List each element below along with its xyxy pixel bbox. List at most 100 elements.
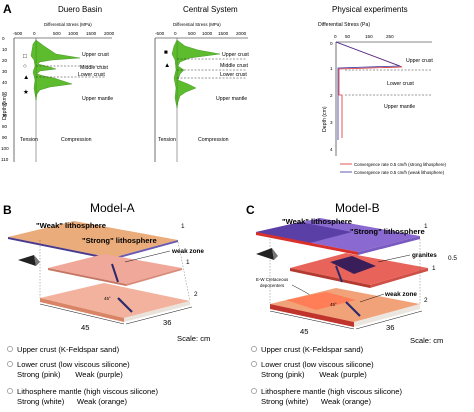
bullet-icon	[7, 388, 13, 394]
model-b-depocenter	[286, 292, 356, 310]
physical-x-tick: 250	[386, 34, 394, 39]
duero-y-tick: 30	[2, 69, 8, 74]
panel-label-b: B	[3, 203, 12, 217]
physical-y-label: Depth (cm)	[322, 106, 328, 132]
model-b-slab-mid-side	[370, 268, 428, 288]
central-symbols: ■ ▲	[164, 49, 170, 69]
duero-y-tick: 80	[2, 124, 8, 129]
model-a-dim-length: 45	[81, 323, 89, 332]
central-x-tick: 1000	[202, 31, 213, 36]
model-a-scale: Scale: cm	[177, 334, 210, 343]
model-b-dim-width-line	[355, 310, 423, 330]
model-b-title: Model-B	[335, 201, 380, 215]
model-a-weak-zone-pointer	[124, 250, 171, 263]
model-b-scale: Scale: cm	[410, 336, 443, 345]
physical-strong-profile	[335, 41, 403, 138]
legend-a-lower: Lower crust (low viscous silicone)	[17, 360, 130, 369]
legend-b: Upper crust (K-Feldspar sand) Lower crus…	[251, 345, 402, 406]
model-b-slab-bottom-side	[354, 304, 420, 327]
model-b-ew-label-1: E-W Cretaceous	[256, 277, 289, 282]
panel-label-a: A	[3, 2, 12, 16]
model-a-stack: "Weak" lithosphere "Strong" lithosphere …	[8, 221, 210, 343]
duero-envelope-compression	[35, 39, 81, 101]
model-b-dim-length: 45	[300, 327, 308, 336]
model-b-weak-zone-mark	[335, 265, 343, 283]
duero-title: Duero Basin	[58, 5, 102, 14]
physical-weak-profile	[335, 41, 401, 140]
circle-icon: ○	[23, 63, 27, 70]
model-a-dim-width: 36	[163, 318, 171, 327]
physical-title: Physical experiments	[332, 5, 408, 14]
triangle-icon: ▲	[164, 62, 170, 69]
model-b-stack: "Weak" lithosphere "Strong" lithosphere …	[256, 217, 457, 345]
legend-label-strong: Convergence rate 0.5 cm/h (strong lithos…	[354, 162, 447, 167]
legend-a: Upper crust (K-Feldspar sand) Lower crus…	[7, 345, 158, 406]
model-a-weak-zone-mark	[111, 263, 119, 283]
legend-label-weak: Convergence rate 0.5 cm/h (weak lithosph…	[354, 170, 445, 175]
duero-y-label: Depth (km)	[2, 94, 8, 120]
model-b-weak-lith-label: "Weak" lithosphere	[282, 217, 352, 226]
bullet-icon	[7, 361, 13, 367]
duero-x-tick: 0	[33, 31, 36, 36]
physical-x-tick: 0	[334, 34, 337, 39]
central-x-tick: 0	[174, 31, 177, 36]
square-filled-icon: ■	[164, 49, 168, 56]
legend-a-mantle-sub: Strong (white) Weak (orange)	[17, 397, 127, 406]
model-a-slab-mid-side	[126, 268, 182, 286]
legend-b-mantle: Lithosphere mantle (high viscous silicon…	[261, 387, 402, 396]
model-b-ew-label-2: depocenters	[260, 283, 285, 288]
central-envelope-tension	[171, 39, 178, 109]
central-axis-title: Differential Stress (MPa)	[173, 22, 221, 27]
duero-compression-label: Compression	[61, 137, 92, 143]
duero-y-tick: 0	[2, 36, 5, 41]
legend-a-lower-sub: Strong (pink) Weak (purple)	[17, 370, 123, 379]
model-b-strong-lith-label: "Strong" lithosphere	[350, 227, 425, 236]
duero-y-ticks: 0 10 20 30 40 50 60 70 80 90 100 110	[1, 36, 9, 162]
bullet-icon	[251, 346, 257, 352]
model-a-slab-top	[8, 221, 178, 258]
model-b-angle: 45°	[330, 302, 337, 307]
physical-x-tick: 50	[345, 34, 351, 39]
model-b-layer-num-3: 2	[424, 297, 428, 304]
physical-y-tick: 3	[330, 120, 333, 125]
model-a-slab-bottom-edge	[40, 298, 124, 322]
legend-b-mantle-sub: Strong (white) Weak (orange)	[261, 397, 371, 406]
panel-label-c: C	[246, 203, 255, 217]
central-middle-crust-label: Middle crust	[220, 63, 249, 69]
duero-y-tick: 70	[2, 113, 8, 118]
duero-x-tick: 1500	[86, 31, 97, 36]
duero-middle-crust-label: Middle crust	[80, 65, 109, 71]
model-a-dim-length-line	[39, 303, 125, 325]
central-x-tick: 2000	[236, 31, 247, 36]
model-b-slab-mid-edge	[290, 268, 370, 288]
central-x-tick: -500	[155, 31, 165, 36]
model-a-slab-mid	[48, 254, 182, 284]
central-compression-label: Compression	[198, 137, 229, 143]
duero-y-tick: 100	[1, 146, 9, 151]
central-x-ticks: -500 0 500 1000 1500 2000	[155, 31, 247, 36]
model-a-title: Model-A	[90, 201, 135, 215]
duero-y-tick: 90	[2, 135, 8, 140]
model-b-layer-num-2: 1	[432, 265, 436, 272]
duero-y-tick: 20	[2, 58, 8, 63]
duero-upper-crust-label: Upper crust	[82, 52, 109, 58]
central-envelope-compression	[176, 39, 221, 109]
physical-x-tick: 150	[365, 34, 373, 39]
legend-a-mantle: Lithosphere mantle (high viscous silicon…	[17, 387, 158, 396]
model-b-ew-pointer	[291, 284, 313, 297]
duero-axis-title: Differential Stress (MPa)	[44, 22, 92, 27]
model-a-angle: 45°	[104, 296, 111, 301]
legend-a-upper: Upper crust (K-Feldspar sand)	[17, 345, 120, 354]
model-a-slab-bottom	[40, 283, 190, 318]
legend-b-lower-sub: Strong (pink) Weak (purple)	[261, 370, 367, 379]
model-b-slab-top-weak	[256, 222, 352, 244]
model-b-dim-length-line	[269, 310, 355, 330]
physical-y-tick: 0	[330, 41, 333, 46]
model-a-piston-icon	[18, 255, 36, 266]
physical-experiments-chart: Physical experiments Differential Stress…	[318, 5, 447, 175]
central-tension-label: Tension	[158, 137, 176, 143]
model-a-slab-bottom-side	[124, 301, 190, 322]
model-a-slab-mid-edge	[48, 268, 126, 286]
model-a-slab-top-side	[112, 240, 178, 260]
central-upper-crust-label: Upper crust	[222, 52, 249, 58]
